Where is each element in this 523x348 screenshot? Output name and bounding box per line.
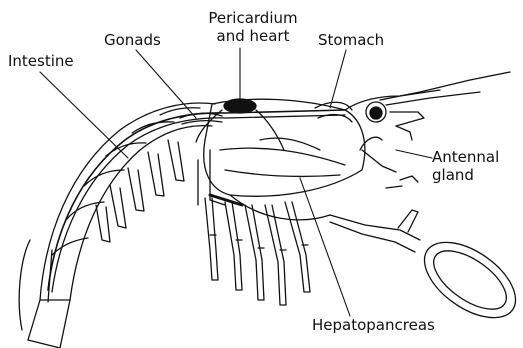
claw [330, 176, 523, 333]
leader-intestine [40, 72, 128, 158]
label-hepatopancreas: Hepatopancreas [312, 316, 435, 334]
label-pericardium-line1: Pericardium [188, 9, 318, 27]
label-stomach: Stomach [318, 31, 384, 49]
label-pericardium-and-heart: Pericardium and heart [188, 9, 318, 45]
pleopods [96, 140, 184, 242]
label-pericardium-line2: and heart [188, 27, 318, 45]
label-antennal-gland: Antennal gland [432, 148, 499, 184]
label-gonads: Gonads [104, 31, 161, 49]
label-antennal-line1: Antennal [432, 148, 499, 166]
leader-stomach [330, 50, 346, 108]
heart-organ [196, 99, 284, 150]
leader-lines [40, 48, 432, 316]
label-antennal-line2: gland [432, 166, 499, 184]
leader-antennal [396, 150, 432, 158]
walking-legs [205, 198, 310, 305]
stomach-organ [315, 102, 352, 122]
abdomen-outline [19, 103, 215, 348]
leader-hepatopancreas [300, 178, 350, 316]
label-intestine: Intestine [8, 52, 74, 70]
